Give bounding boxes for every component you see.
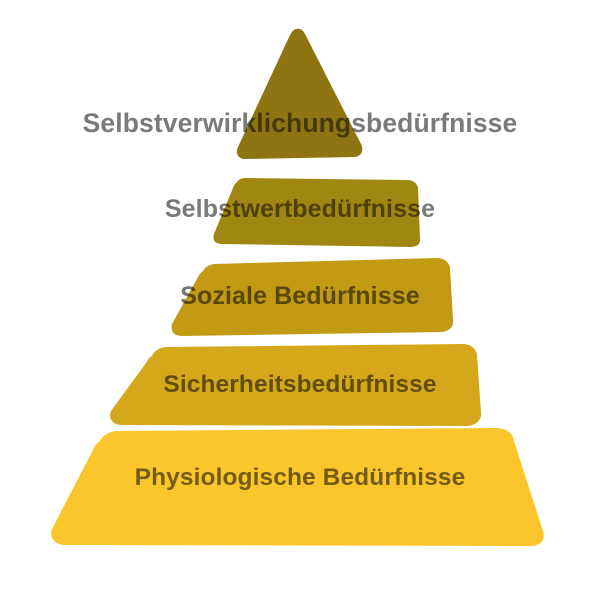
pyramid-tier-4-label: Sicherheitsbedürfnisse xyxy=(163,371,437,398)
pyramid-tier-5-shape[interactable] xyxy=(51,428,544,546)
pyramid-tier-1-label: Selbstverwirklichungsbedürfnisse xyxy=(82,108,518,138)
pyramid-tier-4-shape[interactable] xyxy=(110,344,482,426)
pyramid-tier-3-label: Soziale Bedürfnisse xyxy=(180,282,420,310)
pyramid-tier-3-shape[interactable] xyxy=(171,258,454,336)
pyramid-tier-1-shape[interactable] xyxy=(236,28,363,160)
pyramid-tier-5-label: Physiologische Bedürfnisse xyxy=(134,464,466,491)
pyramid-tier-2-shape[interactable] xyxy=(213,178,421,247)
pyramid-tier-2-label: Selbstwertbedürfnisse xyxy=(164,195,436,223)
